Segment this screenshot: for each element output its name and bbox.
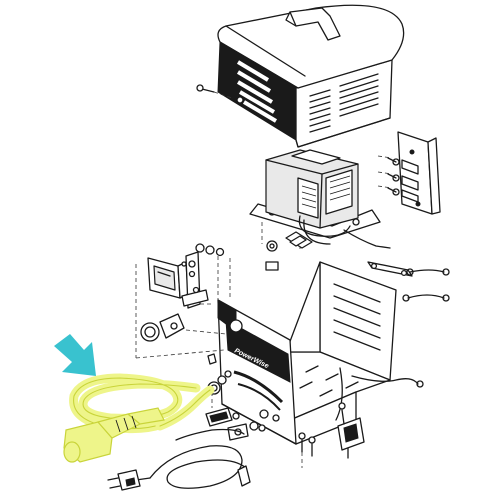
fuse-holder xyxy=(205,407,240,427)
ammeter xyxy=(147,257,189,299)
circuit-breaker xyxy=(337,402,365,459)
rectifier-plate xyxy=(377,131,441,215)
cover-handle xyxy=(285,7,341,41)
charger-chassis: PowerWise xyxy=(217,261,397,445)
cover-front-vents xyxy=(309,73,379,133)
transformer-coils xyxy=(297,169,353,219)
spacer-nut xyxy=(265,240,279,271)
diode-studs xyxy=(387,157,419,203)
highlight-pointer-arrow xyxy=(54,334,96,376)
bracket-hardware xyxy=(181,243,225,268)
timer-knob xyxy=(140,313,185,342)
dc-plug xyxy=(63,407,165,463)
wire-leads xyxy=(402,268,450,302)
dc-charging-cord-highlighted xyxy=(63,373,215,463)
transformer xyxy=(249,149,391,249)
chassis-screws xyxy=(298,432,316,468)
cover-screw-left xyxy=(196,84,244,104)
ac-power-cord xyxy=(107,428,251,491)
dc-cord-coils xyxy=(69,373,201,434)
assembly-guides xyxy=(135,256,231,359)
fuse-link xyxy=(367,261,413,277)
chassis-back-vents xyxy=(333,283,381,351)
cover-inner-vents xyxy=(236,60,278,123)
case-wiring xyxy=(335,367,424,421)
ac-plug xyxy=(107,469,141,491)
top-cover xyxy=(217,4,405,148)
thermal-link xyxy=(285,231,313,249)
